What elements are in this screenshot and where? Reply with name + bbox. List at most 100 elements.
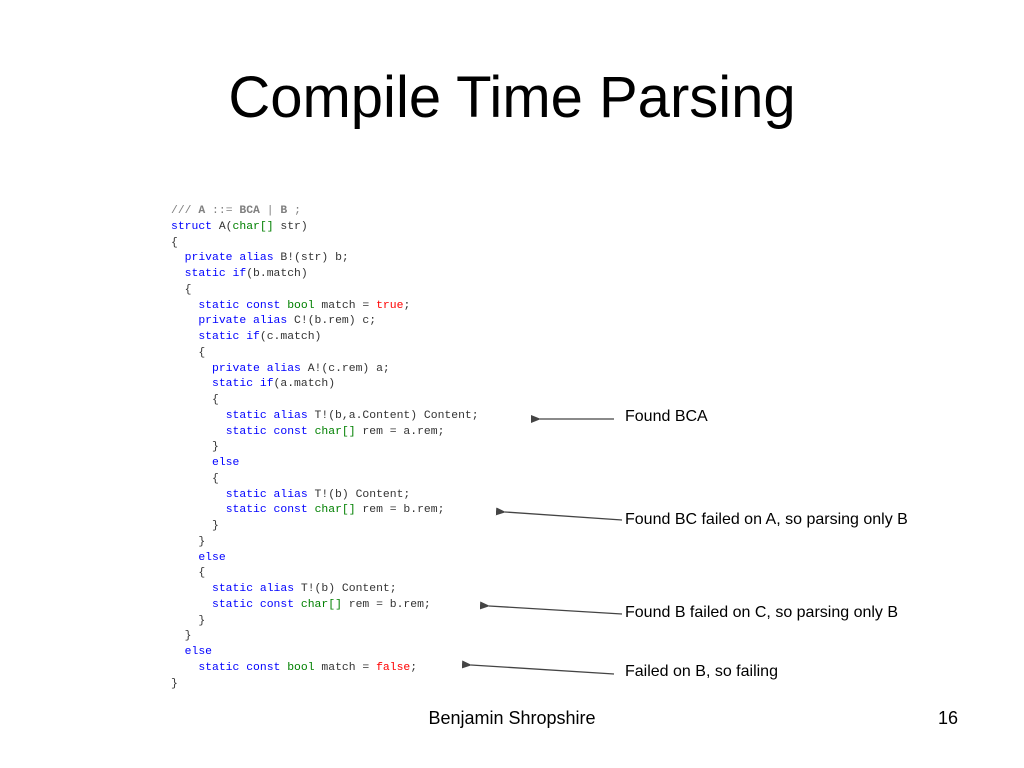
code-token: match = xyxy=(314,661,377,674)
code-line: { xyxy=(171,566,479,582)
code-line: static const char[] rem = b.rem; xyxy=(171,598,479,614)
code-token: B xyxy=(280,205,288,217)
code-token: T!(b) Content; xyxy=(294,583,397,595)
code-token: true xyxy=(376,299,404,312)
code-token: A!(c.rem) a; xyxy=(300,362,390,375)
code-token: ; xyxy=(287,205,301,217)
code-line: { xyxy=(171,346,479,362)
code-line: static if(a.match) xyxy=(171,377,479,393)
code-token: private alias xyxy=(198,315,288,328)
code-token: } xyxy=(171,535,206,548)
code-token: B!(str) b; xyxy=(273,252,349,265)
code-token: { xyxy=(171,283,192,296)
code-line: } xyxy=(171,629,479,645)
code-line: } xyxy=(171,535,479,551)
page-number: 16 xyxy=(938,708,959,728)
code-token: else xyxy=(212,457,240,469)
code-line: static const char[] rem = a.rem; xyxy=(171,425,479,441)
code-token: (c.match) xyxy=(259,331,322,343)
code-token: char[] xyxy=(232,220,274,233)
code-line: } xyxy=(171,440,479,456)
code-line: static const bool match = true; xyxy=(171,299,479,315)
code-token: A( xyxy=(212,220,233,233)
code-line: static alias T!(b,a.Content) Content; xyxy=(171,409,479,425)
annotation-found-b: Found B failed on C, so parsing only B xyxy=(625,604,899,621)
code-token: char[] xyxy=(314,504,356,517)
code-token: static const xyxy=(212,598,295,611)
arrow-failed-b xyxy=(461,660,615,675)
code-line: /// A ::= BCA | B ; xyxy=(171,204,479,220)
code-token: static alias xyxy=(225,409,308,422)
code-token: ::= xyxy=(205,205,240,217)
code-line: struct A(char[] str) xyxy=(171,220,479,236)
code-token: } xyxy=(171,630,192,643)
code-line: else xyxy=(171,645,479,661)
code-token: { xyxy=(171,394,219,406)
code-token: static alias xyxy=(212,583,295,595)
annotation-found-bca: Found BCA xyxy=(625,408,708,425)
code-token: char[] xyxy=(314,425,356,438)
code-line: { xyxy=(171,236,479,252)
code-token: ; xyxy=(410,661,418,674)
code-token: /// xyxy=(171,205,199,217)
code-line: } xyxy=(171,519,479,535)
code-token: { xyxy=(171,567,206,580)
code-token: static const xyxy=(198,299,281,312)
code-token: (a.match) xyxy=(273,378,336,391)
code-token: private alias xyxy=(212,362,301,375)
code-token: static const xyxy=(225,504,308,517)
annotation-failed-b: Failed on B, so failing xyxy=(625,663,778,680)
code-token: static if xyxy=(198,331,260,343)
code-token: static const xyxy=(225,425,308,438)
code-token: bool xyxy=(287,661,315,674)
code-token: str) xyxy=(273,220,308,233)
annotation-found-bc: Found BC failed on A, so parsing only B xyxy=(625,511,908,528)
code-token: BCA xyxy=(239,205,260,217)
code-token: { xyxy=(171,346,206,359)
code-line: { xyxy=(171,283,479,299)
code-token: static const xyxy=(198,661,281,674)
code-token: rem = a.rem; xyxy=(355,425,445,438)
code-token: private alias xyxy=(184,252,274,265)
code-line: static if(c.match) xyxy=(171,330,479,346)
code-token: ; xyxy=(403,299,411,312)
code-line: static if(b.match) xyxy=(171,267,479,283)
code-token: { xyxy=(171,472,219,485)
code-token: } xyxy=(171,441,219,454)
code-token: } xyxy=(171,677,178,690)
arrow-found-bc xyxy=(495,507,623,521)
code-line: private alias C!(b.rem) c; xyxy=(171,314,479,330)
code-token: { xyxy=(171,236,178,249)
arrow-found-b xyxy=(479,601,623,615)
code-token: struct xyxy=(171,220,213,233)
code-token: false xyxy=(376,661,411,674)
code-line: static alias T!(b) Content; xyxy=(171,582,479,598)
code-token: } xyxy=(171,520,219,532)
code-token: } xyxy=(171,614,206,627)
code-line: static const char[] rem = b.rem; xyxy=(171,503,479,519)
code-token: static if xyxy=(184,268,247,280)
code-line: } xyxy=(171,614,479,630)
code-token: T!(b,a.Content) Content; xyxy=(307,409,479,422)
code-token: bool xyxy=(287,299,315,312)
code-line: static const bool match = false; xyxy=(171,661,479,677)
code-token: A xyxy=(198,205,206,217)
code-token: rem = b.rem; xyxy=(355,504,445,517)
code-line: private alias A!(c.rem) a; xyxy=(171,362,479,378)
code-token: match = xyxy=(314,299,377,312)
code-line: { xyxy=(171,393,479,409)
code-token: C!(b.rem) c; xyxy=(287,315,377,328)
code-line: } xyxy=(171,677,479,693)
code-token: else xyxy=(198,551,226,564)
code-token: | xyxy=(259,205,281,217)
code-line: static alias T!(b) Content; xyxy=(171,488,479,504)
code-token: else xyxy=(184,646,213,658)
code-token: static if xyxy=(212,378,274,391)
code-token: rem = b.rem; xyxy=(341,598,431,611)
footer-author: Benjamin Shropshire xyxy=(428,708,596,728)
code-line: { xyxy=(171,472,479,488)
code-token: char[] xyxy=(300,598,342,611)
code-line: else xyxy=(171,551,479,567)
code-token: T!(b) Content; xyxy=(307,488,411,501)
